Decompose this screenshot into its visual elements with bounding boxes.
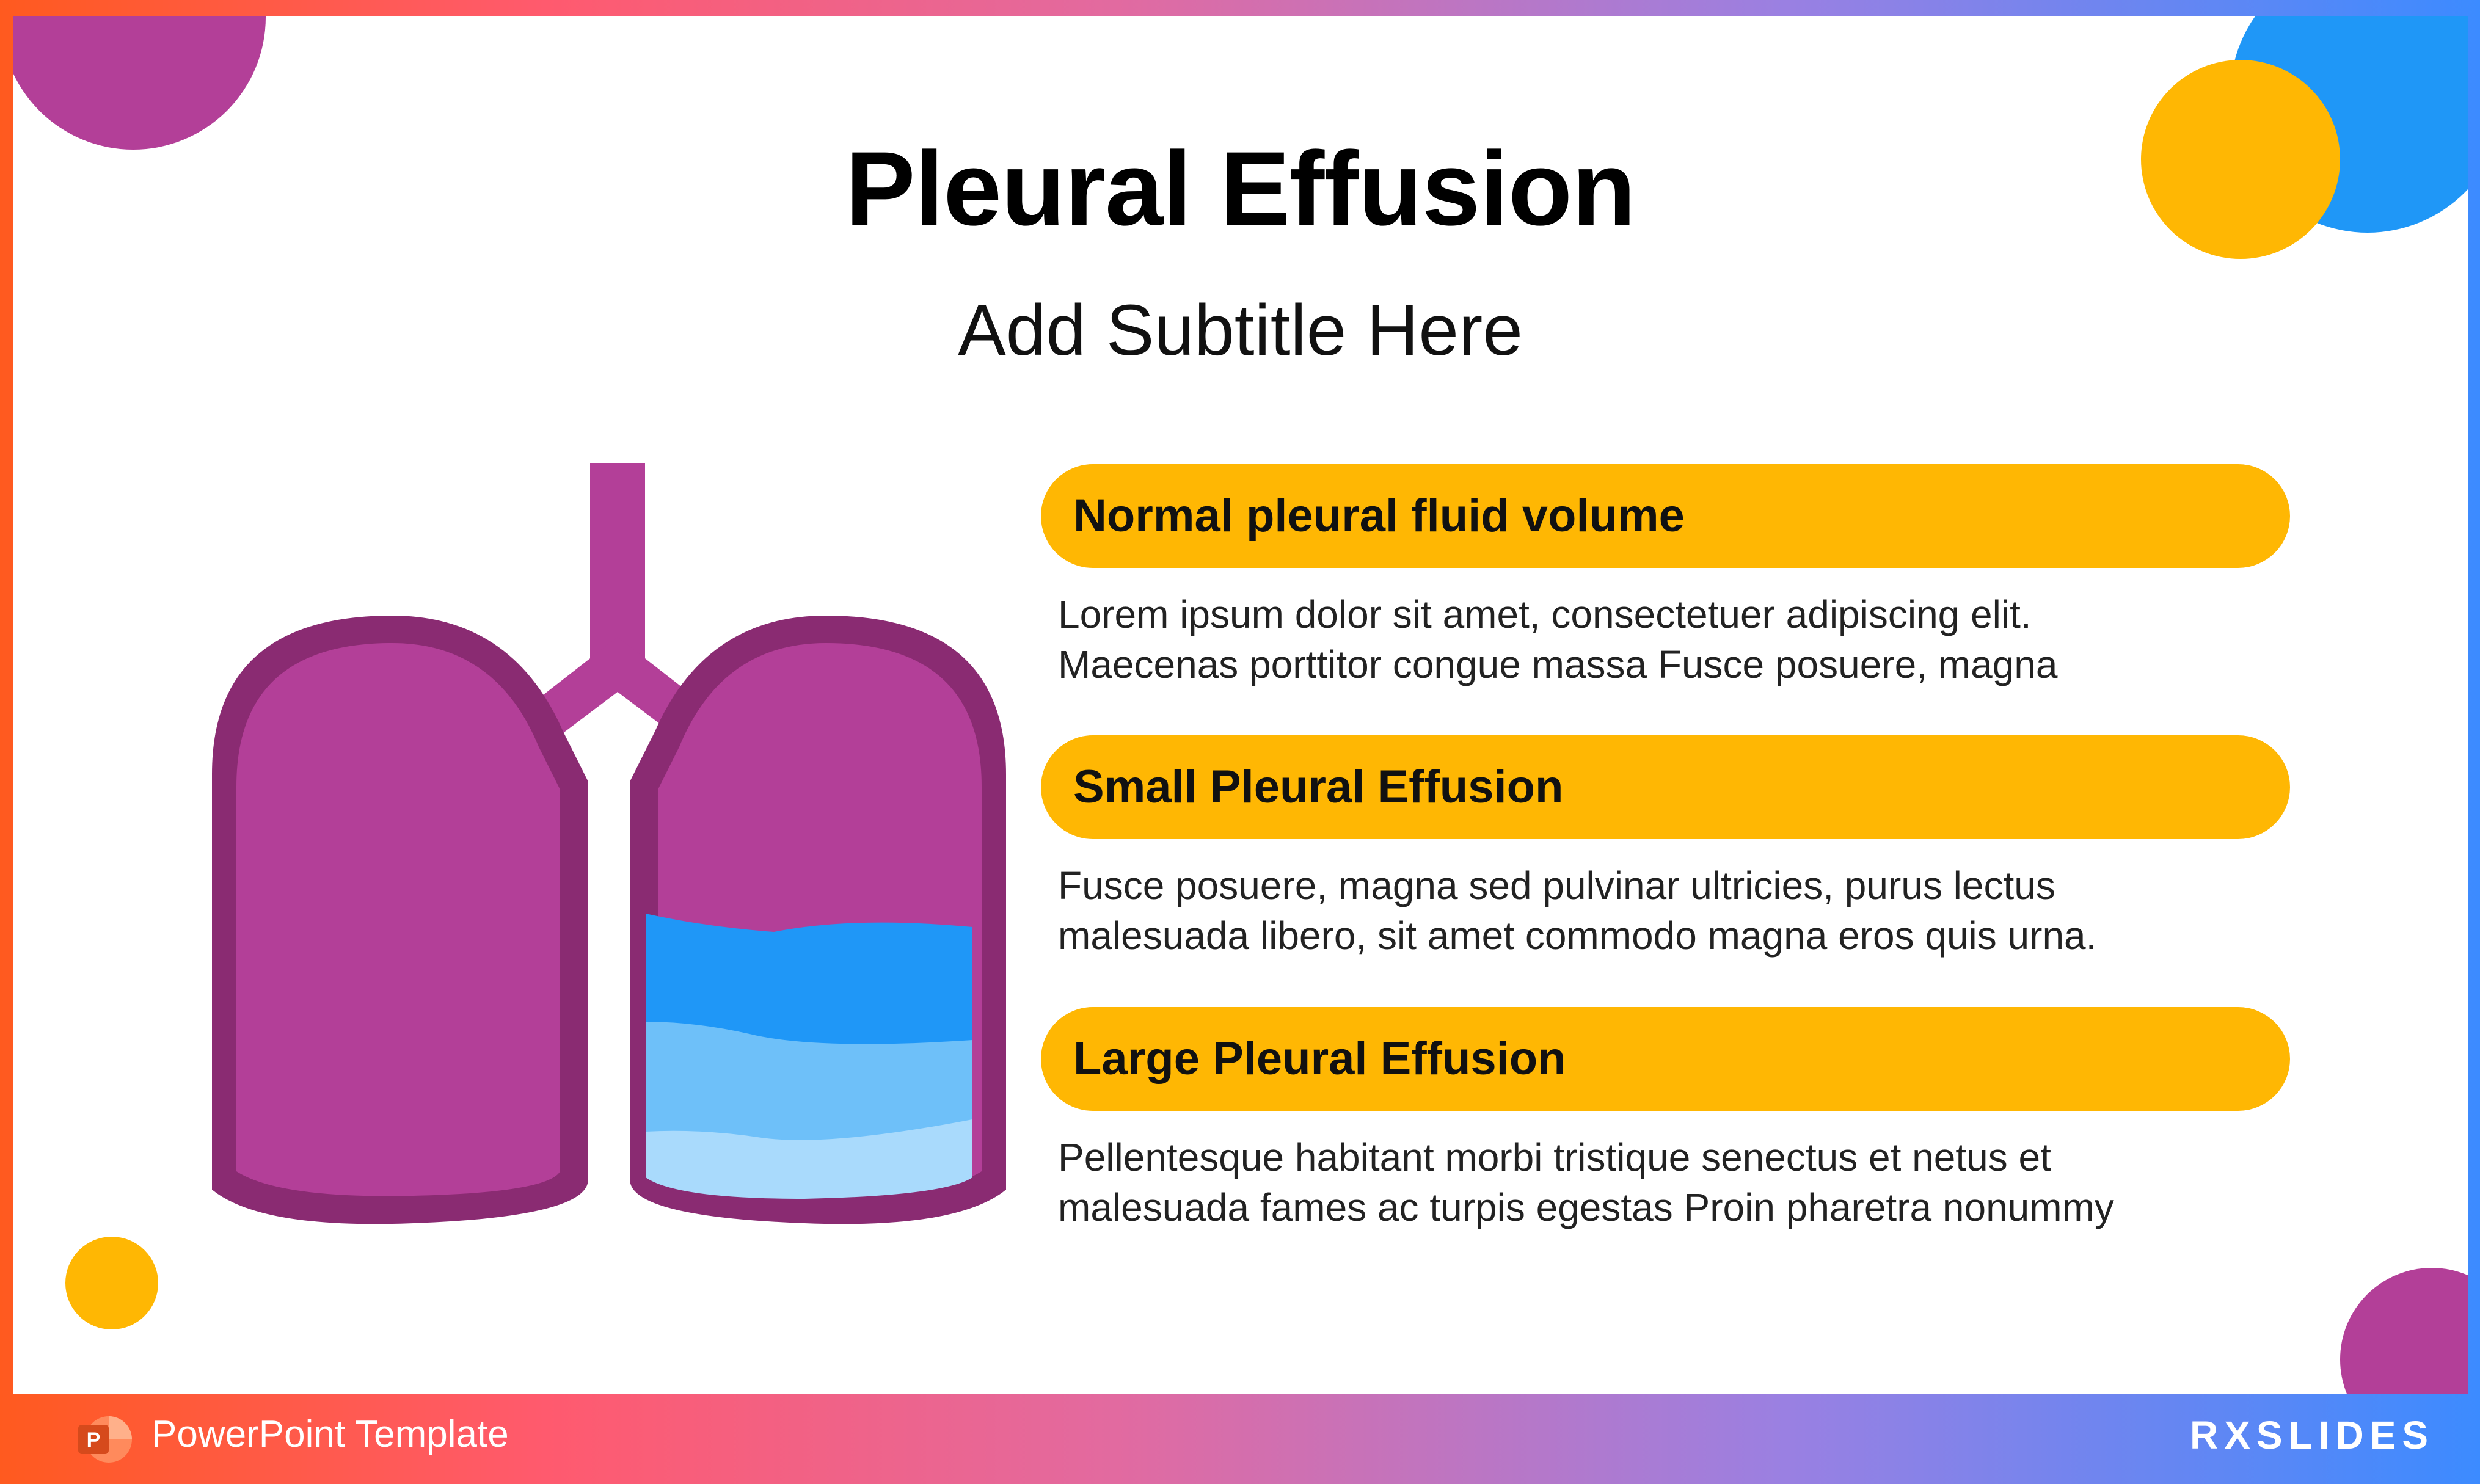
item-2-description: Fusce posuere, magna sed pulvinar ultric…: [1058, 860, 2341, 961]
item-3-heading: Large Pleural Effusion: [1073, 1033, 1566, 1085]
item-1-line-1: Lorem ipsum dolor sit amet, consectetuer…: [1058, 592, 2032, 636]
slide-subtitle: Add Subtitle Here: [958, 290, 1523, 371]
slide-title: Pleural Effusion: [845, 130, 1636, 247]
svg-text:P: P: [87, 1428, 101, 1452]
item-2-line-1: Fusce posuere, magna sed pulvinar ultric…: [1058, 864, 2055, 907]
powerpoint-icon: P: [78, 1416, 132, 1463]
item-3-header-bar: [1041, 1007, 2290, 1111]
fluid-layer-light: [646, 1119, 972, 1199]
item-2-header-bar: [1041, 735, 2290, 839]
item-2-heading: Small Pleural Effusion: [1073, 761, 1564, 813]
item-1-heading: Normal pleural fluid volume: [1073, 490, 1685, 542]
brand-logo: RXSLIDES: [2190, 1413, 2435, 1457]
deco-circle-yellow-bottom-left: [65, 1237, 158, 1329]
item-3-line-2: malesuada fames ac turpis egestas Proin …: [1058, 1185, 2114, 1229]
trachea: [590, 463, 645, 664]
left-lung-inner: [236, 643, 560, 1196]
slide-canvas: Pleural Effusion Add Subtitle Here Norma…: [13, 16, 2468, 1394]
item-2-line-2: malesuada libero, sit amet commodo magna…: [1058, 914, 2097, 958]
item-1-description: Lorem ipsum dolor sit amet, consectetuer…: [1058, 589, 2341, 689]
lungs-illustration: [212, 463, 1006, 1224]
deco-circle-purple-bottom-right: [2340, 1268, 2468, 1394]
item-1-line-2: Maecenas porttitor congue massa Fusce po…: [1058, 642, 2058, 686]
item-1-header-bar: [1041, 464, 2290, 568]
item-3-description: Pellentesque habitant morbi tristique se…: [1058, 1132, 2341, 1232]
deco-circle-yellow-top-right: [2141, 60, 2340, 259]
item-3-line-1: Pellentesque habitant morbi tristique se…: [1058, 1135, 2051, 1179]
footer-label: PowerPoint Template: [151, 1413, 509, 1455]
